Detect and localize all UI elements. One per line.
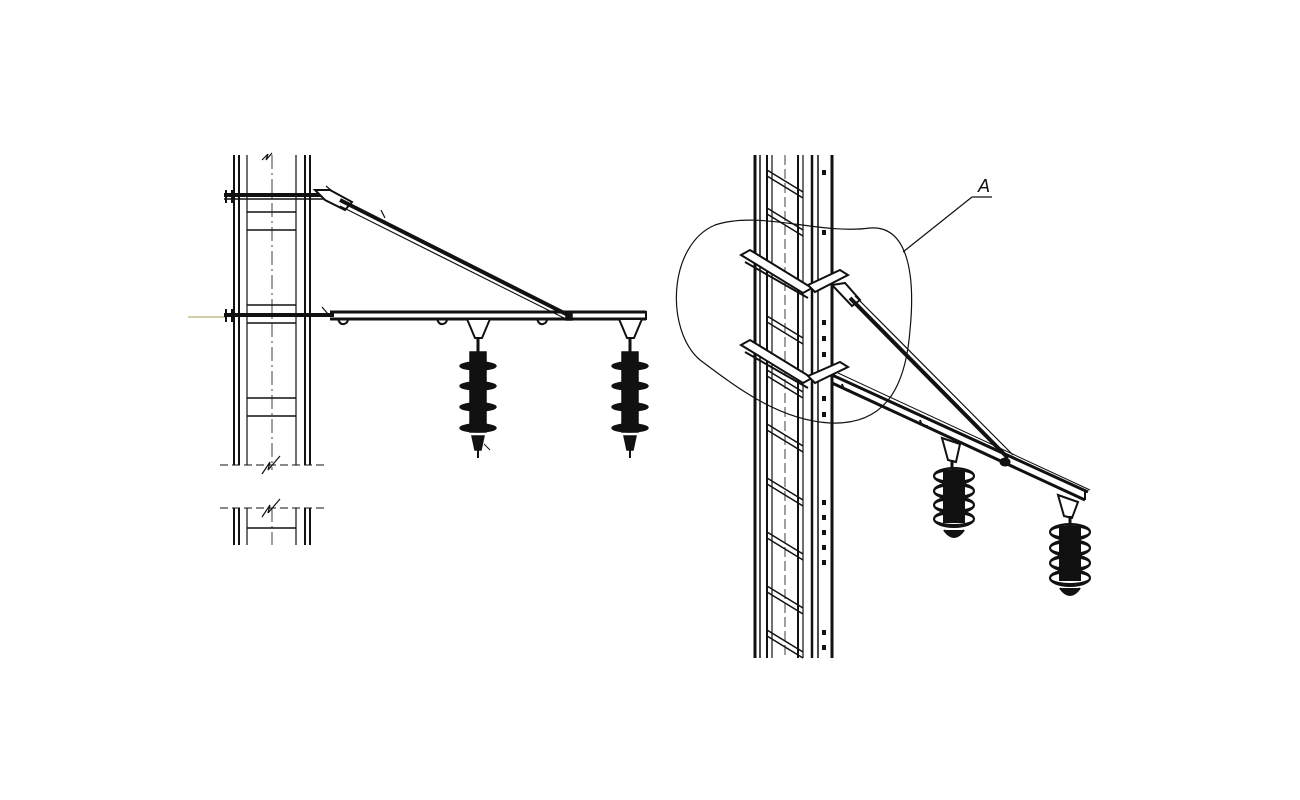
iso-tie-rod xyxy=(829,281,1014,460)
front-upper-clamp xyxy=(224,185,333,203)
iso-cantilever-arm xyxy=(831,372,1091,502)
front-mast-break xyxy=(220,455,325,518)
front-view xyxy=(188,152,649,545)
iso-view: A xyxy=(675,155,1091,659)
front-cantilever-arm xyxy=(188,306,647,326)
callout-label: A xyxy=(977,176,990,196)
iso-lower-clamp xyxy=(739,338,851,389)
callout-a: A xyxy=(675,176,992,424)
iso-upper-clamp xyxy=(739,248,851,299)
front-mast-upper xyxy=(233,152,311,470)
front-insulator-1 xyxy=(459,318,497,458)
iso-mast xyxy=(753,155,834,659)
iso-insulator-1 xyxy=(933,436,975,538)
iso-insulator-2 xyxy=(1049,493,1091,596)
front-insulator-2 xyxy=(611,318,649,458)
front-tie-rod xyxy=(312,189,571,321)
iso-mast-holes xyxy=(822,170,826,650)
front-mast-lower xyxy=(233,508,311,545)
